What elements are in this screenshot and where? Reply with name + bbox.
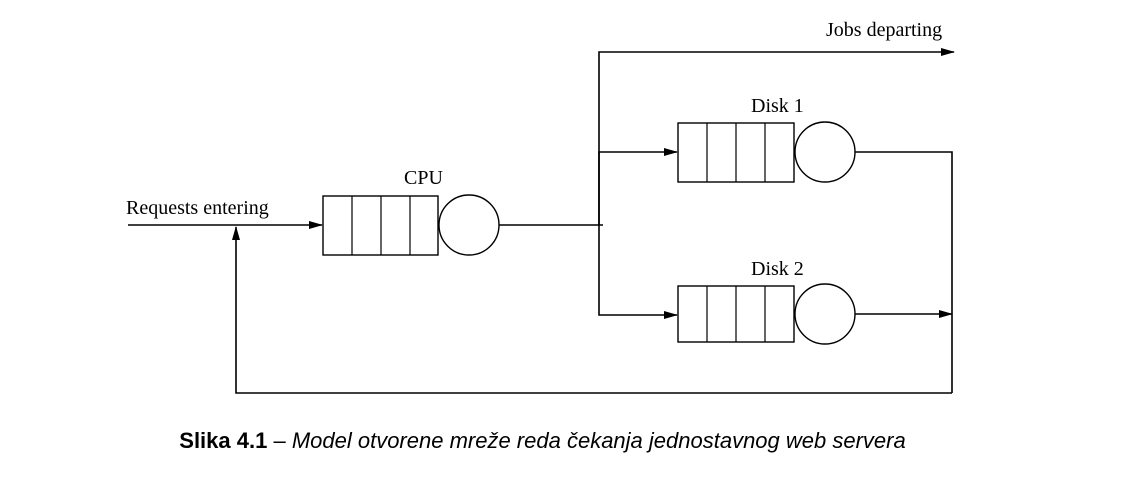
requests-entering-label: Requests entering xyxy=(126,197,269,219)
to-disk1-path xyxy=(598,148,678,225)
disk1-label: Disk 1 xyxy=(751,95,804,117)
disk1-output-path xyxy=(855,151,953,393)
cpu-server-icon xyxy=(438,194,500,256)
disk2-label: Disk 2 xyxy=(751,258,804,280)
caption-label: Slika 4.1 xyxy=(179,428,268,453)
disk1-server-icon xyxy=(794,121,856,183)
jobs-departing-label: Jobs departing xyxy=(826,19,942,41)
to-disk2-path xyxy=(598,225,678,319)
disk1-queue xyxy=(677,121,856,183)
figure-caption: Slika 4.1 – Model otvorene mreže reda če… xyxy=(0,428,1085,454)
disk2-server-icon xyxy=(794,283,856,345)
disk2-queue xyxy=(677,283,856,345)
cpu-label: CPU xyxy=(404,167,443,189)
caption-separator: – xyxy=(267,428,292,453)
feedback-loop-path xyxy=(232,226,952,394)
caption-text: Model otvorene mreže reda čekanja jednos… xyxy=(291,428,906,453)
cpu-queue xyxy=(322,194,500,256)
